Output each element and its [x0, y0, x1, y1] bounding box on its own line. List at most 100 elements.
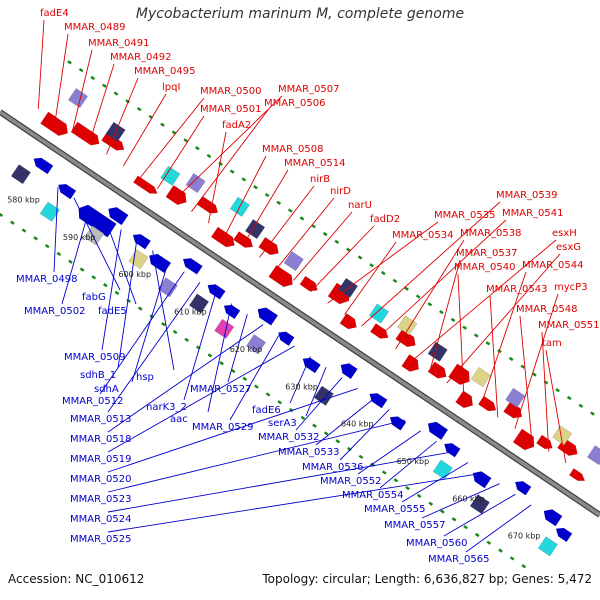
- ring-dot: [474, 532, 480, 538]
- ring-dot: [160, 122, 165, 127]
- feature-box: [552, 425, 573, 446]
- reverse-label: MMAR_0532: [258, 432, 320, 443]
- ring-dot: [335, 439, 341, 444]
- reverse-gene: [257, 307, 279, 326]
- reverse-label-line: [443, 493, 516, 537]
- scale-label: 600 kbp: [118, 270, 151, 279]
- forward-gene: [503, 401, 523, 419]
- forward-label: fadA2: [222, 120, 251, 131]
- reverse-gene: [108, 207, 129, 226]
- reverse-gene: [369, 392, 388, 409]
- reverse-label: MMAR_0529: [192, 422, 254, 433]
- forward-gene: [40, 111, 68, 137]
- ring-dot: [218, 161, 223, 166]
- ring-dot: [67, 60, 72, 65]
- feature-box: [84, 225, 105, 246]
- reverse-label-line: [107, 419, 406, 493]
- ring-dot: [33, 236, 38, 241]
- reverse-gene: [302, 357, 321, 374]
- reverse-label: MMAR_0552: [320, 476, 382, 487]
- ring-dot: [136, 106, 142, 112]
- forward-label-line: [361, 201, 501, 327]
- ring-dot: [265, 392, 271, 397]
- ring-dot: [358, 454, 364, 460]
- scale-label: 620 kbp: [230, 345, 263, 354]
- reverse-label: MMAR_0560: [406, 538, 468, 549]
- reverse-label: MMAR_0533: [278, 447, 340, 458]
- ring-dot: [242, 376, 248, 381]
- feature-box: [283, 251, 304, 272]
- ring-dot: [91, 275, 97, 280]
- reverse-label: MMAR_0498: [16, 274, 78, 285]
- ring-dot: [137, 306, 143, 311]
- reverse-label: hsp: [136, 372, 154, 383]
- reverse-label-line: [421, 483, 500, 519]
- reverse-label-line: [107, 345, 295, 453]
- forward-label-line: [71, 49, 93, 132]
- forward-label-line: [429, 259, 461, 372]
- forward-label-line: [310, 225, 375, 293]
- reverse-label: MMAR_0557: [384, 520, 446, 531]
- ring-dot: [439, 309, 444, 315]
- reverse-label: MMAR_0520: [70, 474, 132, 485]
- ring-dot: [206, 153, 212, 159]
- feature-box: [188, 293, 210, 314]
- reverse-label-line: [357, 430, 422, 475]
- ring-dot: [392, 278, 398, 284]
- scale-label: 630 kbp: [285, 382, 318, 391]
- forward-label: nirB: [310, 174, 330, 185]
- ring-dot: [486, 540, 492, 545]
- forward-label-line: [412, 239, 557, 361]
- ring-dot: [427, 302, 433, 307]
- reverse-label-line: [289, 356, 311, 404]
- forward-label: MMAR_0535: [434, 210, 496, 221]
- forward-label-line: [378, 219, 507, 338]
- reverse-label-line: [315, 398, 374, 446]
- ring-dot: [485, 341, 491, 346]
- reverse-label: fadE6: [252, 405, 281, 416]
- reverse-label-line: [207, 303, 232, 413]
- ring-dot: [229, 169, 235, 174]
- forward-label-line: [37, 19, 45, 109]
- reverse-label: MMAR_0502: [24, 306, 86, 317]
- reverse-label-line: [465, 504, 532, 553]
- ring-dot: [277, 400, 283, 405]
- ring-dot: [334, 239, 340, 245]
- forward-label: MMAR_0543: [486, 284, 548, 295]
- forward-label: MMAR_0548: [516, 304, 578, 315]
- ring-dot: [219, 361, 224, 366]
- scale-label: 580 kbp: [7, 196, 40, 205]
- feature-box: [537, 536, 558, 557]
- forward-label: MMAR_0501: [200, 104, 262, 115]
- forward-label: MMAR_0508: [262, 144, 324, 155]
- forward-label: MMAR_0544: [522, 260, 584, 271]
- ring-dot: [440, 509, 445, 514]
- ring-dot: [450, 317, 456, 323]
- reverse-label-line: [107, 282, 201, 413]
- feature-box: [67, 88, 89, 109]
- ring-dot: [253, 185, 258, 190]
- reverse-gene: [277, 331, 295, 347]
- forward-gene: [339, 313, 357, 330]
- forward-label-line: [395, 239, 465, 350]
- ring-dot: [299, 216, 305, 221]
- forward-label: MMAR_0539: [496, 190, 558, 201]
- reverse-label-line: [117, 240, 138, 369]
- forward-gene: [101, 131, 125, 151]
- forward-gene: [427, 361, 447, 379]
- reverse-label: MMAR_0523: [70, 494, 132, 505]
- reverse-gene: [57, 183, 77, 200]
- forward-label: MMAR_0537: [456, 248, 518, 259]
- feature-box: [39, 201, 60, 222]
- ring-dot: [369, 263, 375, 268]
- reverse-label-line: [101, 229, 122, 351]
- ring-dot: [264, 192, 270, 198]
- forward-label-line: [519, 315, 533, 441]
- reverse-gene: [514, 481, 532, 496]
- ring-dot: [416, 493, 422, 499]
- forward-gene: [299, 275, 318, 292]
- reverse-label: MMAR_0518: [70, 434, 132, 445]
- ring-dot: [393, 478, 399, 483]
- reverse-label-line: [107, 472, 484, 533]
- ring-dot: [415, 294, 421, 299]
